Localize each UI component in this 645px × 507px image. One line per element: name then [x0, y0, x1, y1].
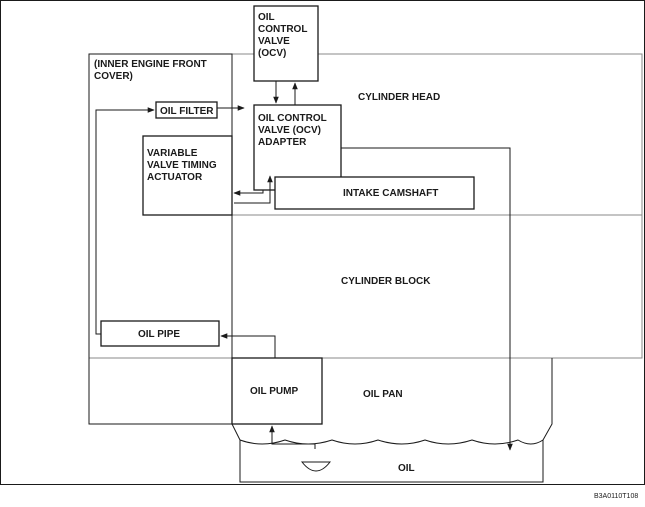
ocv-label: OIL CONTROL VALVE (OCV) [258, 12, 310, 59]
pipe-to-filter-arrow [95, 107, 155, 335]
oil-level-line [239, 439, 544, 445]
inner-front-cover-box [88, 53, 233, 425]
ocv-adapter-label: OIL CONTROL VALVE (OCV) ADAPTER [258, 113, 329, 148]
oil-pan-label: OIL PAN [363, 389, 403, 400]
intake-camshaft-box [274, 176, 475, 210]
drain-to-pan-arrow [341, 147, 513, 451]
oil-pump-label: OIL PUMP [250, 386, 298, 397]
adapter-to-actuator-arrow-upper [233, 190, 264, 196]
oil-pipe-label: OIL PIPE [138, 329, 180, 340]
oil-pan [231, 358, 553, 483]
oil-filter-box [155, 101, 218, 119]
ocv-box [253, 5, 319, 82]
strainer-to-pump-arrow [269, 425, 316, 449]
cylinder-head-label: CYLINDER HEAD [358, 92, 440, 103]
oil-filter-label: OIL FILTER [160, 106, 214, 117]
oil-pipe-box [100, 320, 220, 347]
actuator-to-adapter-arrow [234, 175, 273, 204]
vvt-actuator-label: VARIABLE VALVE TIMING ACTUATOR [147, 148, 219, 183]
oil-label: OIL [398, 463, 415, 474]
pump-to-pipe-arrow [220, 333, 276, 358]
oil-pump-box [231, 357, 323, 425]
front-cover-label: (INNER ENGINE FRONT COVER) [94, 59, 210, 82]
figure-code: B3A0110T108 [594, 493, 638, 500]
vvt-actuator-box [142, 135, 233, 216]
oil-strainer [300, 461, 332, 472]
cylinder-block-label: CYLINDER BLOCK [341, 276, 431, 287]
intake-camshaft-label: INTAKE CAMSHAFT [343, 188, 438, 199]
oil-flow-paths [95, 81, 513, 451]
ocv-adapter-box [253, 104, 342, 191]
